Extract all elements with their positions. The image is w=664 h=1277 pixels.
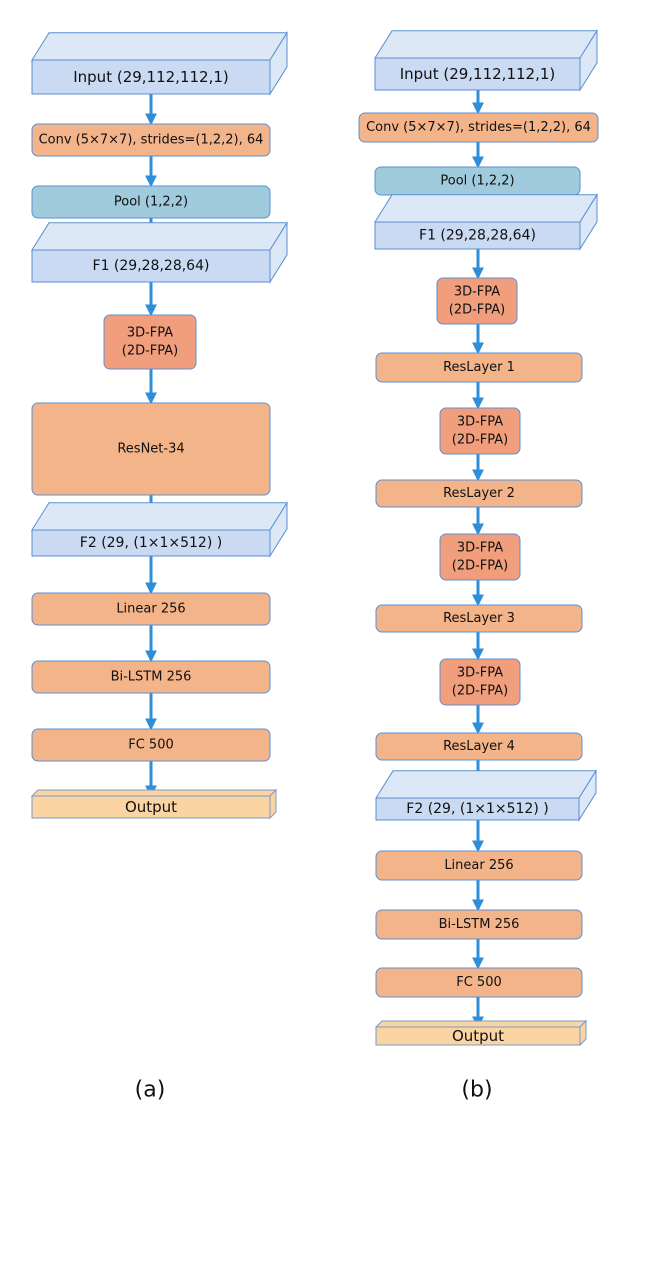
block-box — [375, 909, 583, 940]
cuboid-top-face — [374, 30, 598, 59]
block-label: F1 (29,28,28,64) — [419, 228, 536, 244]
panel_a-fpa-block: 3D-FPA (2D-FPA) — [103, 314, 197, 370]
panel_b-fc-block: FC 500 — [375, 967, 583, 998]
block-label: Linear 256 — [444, 858, 513, 873]
block-label: Bi-LSTM 256 — [111, 670, 192, 685]
block-box — [375, 604, 583, 633]
block-label: ResLayer 3 — [443, 611, 515, 626]
cuboid-front-face — [31, 249, 271, 283]
block-label: (2D-FPA) — [452, 558, 509, 573]
block-box — [439, 407, 521, 455]
block-box — [31, 728, 271, 762]
block-box — [439, 658, 521, 706]
block-box — [31, 402, 271, 496]
block-label: Output — [452, 1027, 504, 1045]
cuboid-front-face — [374, 57, 581, 91]
block-label: F2 (29, (1×1×512) ) — [80, 535, 222, 551]
panel_b-fpa-block-2: 3D-FPA (2D-FPA) — [439, 407, 521, 455]
panel_a-pool-block: Pool (1,2,2) — [31, 185, 271, 219]
cuboid-top-face — [31, 502, 288, 531]
cuboid-front-face — [375, 797, 580, 821]
panel_a-bilstm-block: Bi-LSTM 256 — [31, 660, 271, 694]
cuboid-front-face — [374, 221, 581, 250]
panel_b-reslayer-4-block: ResLayer 4 — [375, 732, 583, 761]
block-box — [436, 277, 518, 325]
block-label: 3D-FPA — [457, 415, 503, 430]
block-label: Output — [125, 798, 177, 816]
block-box — [375, 352, 583, 383]
cuboid-top-face — [31, 32, 288, 61]
panel_b-linear-block: Linear 256 — [375, 850, 583, 881]
panel_a-f2-block: F2 (29, (1×1×512) ) — [31, 501, 288, 558]
block-box — [375, 479, 583, 508]
panel_a-input-block: Input (29,112,112,1) — [31, 31, 288, 96]
panel_b-reslayer-1-block: ResLayer 1 — [375, 352, 583, 383]
block-label: FC 500 — [128, 738, 174, 753]
block-label: ResLayer 2 — [443, 486, 515, 501]
block-label: Bi-LSTM 256 — [439, 917, 520, 932]
block-box — [31, 592, 271, 626]
block-label: FC 500 — [456, 975, 502, 990]
cuboid-front-face — [375, 1026, 581, 1046]
block-box — [375, 967, 583, 998]
cuboid-top-face — [30, 789, 278, 797]
cuboid-front-face — [31, 59, 271, 95]
block-box — [31, 185, 271, 219]
panel_a-fc-block: FC 500 — [31, 728, 271, 762]
block-label: ResLayer 1 — [443, 360, 515, 375]
block-box — [439, 533, 521, 581]
panel_a-resnet-block: ResNet-34 — [31, 402, 271, 496]
panel_b-f1-block: F1 (29,28,28,64) — [374, 193, 598, 251]
block-label: 3D-FPA — [127, 326, 173, 341]
cuboid-front-face — [31, 795, 271, 819]
block-label: Input (29,112,112,1) — [400, 65, 556, 83]
block-label: Conv (5×7×7), strides=(1,2,2), 64 — [39, 133, 264, 148]
panel_b-reslayer-2-block: ResLayer 2 — [375, 479, 583, 508]
block-label: ResLayer 4 — [443, 739, 515, 754]
panel_a-output-block: Output — [30, 788, 278, 820]
block-label: Conv (5×7×7), strides=(1,2,2), 64 — [366, 120, 591, 135]
block-label: Pool (1,2,2) — [440, 174, 514, 189]
block-label: Input (29,112,112,1) — [73, 68, 229, 86]
block-box — [103, 314, 197, 370]
panel_b-conv-block: Conv (5×7×7), strides=(1,2,2), 64 — [358, 112, 599, 143]
block-box — [31, 660, 271, 694]
block-label: F1 (29,28,28,64) — [93, 258, 210, 274]
panel_b-fpa-block-3: 3D-FPA (2D-FPA) — [439, 533, 521, 581]
panel_a-f1-block: F1 (29,28,28,64) — [31, 221, 288, 284]
block-label: 3D-FPA — [457, 541, 503, 556]
panel-a-caption: (a) — [135, 1078, 166, 1103]
block-box — [375, 732, 583, 761]
panel_a-linear-block: Linear 256 — [31, 592, 271, 626]
block-label: (2D-FPA) — [449, 302, 506, 317]
block-label: 3D-FPA — [457, 666, 503, 681]
cuboid-top-face — [375, 770, 597, 799]
block-label: (2D-FPA) — [452, 432, 509, 447]
panel_b-fpa-block-4: 3D-FPA (2D-FPA) — [439, 658, 521, 706]
block-label: 3D-FPA — [454, 285, 500, 300]
block-box — [375, 850, 583, 881]
cuboid-front-face — [31, 529, 271, 557]
panel_b-pool-block: Pool (1,2,2) — [374, 166, 581, 196]
panel_b-bilstm-block: Bi-LSTM 256 — [375, 909, 583, 940]
panel_b-fpa-block-1: 3D-FPA (2D-FPA) — [436, 277, 518, 325]
block-label: (2D-FPA) — [452, 683, 509, 698]
block-box — [358, 112, 599, 143]
block-label: Pool (1,2,2) — [114, 195, 188, 210]
block-label: Linear 256 — [116, 602, 185, 617]
cuboid-top-face — [374, 194, 598, 223]
cuboid-top-face — [31, 222, 288, 251]
panel-b-caption: (b) — [461, 1078, 492, 1103]
panel_a-conv-block: Conv (5×7×7), strides=(1,2,2), 64 — [31, 123, 271, 157]
block-label: F2 (29, (1×1×512) ) — [406, 801, 548, 817]
panel_b-reslayer-3-block: ResLayer 3 — [375, 604, 583, 633]
block-label: ResNet-34 — [117, 442, 184, 457]
block-box — [31, 123, 271, 157]
block-label: (2D-FPA) — [122, 343, 179, 358]
panel_b-input-block: Input (29,112,112,1) — [374, 29, 598, 92]
panel_b-output-block: Output — [374, 1019, 588, 1047]
panel_b-f2-block: F2 (29, (1×1×512) ) — [375, 769, 597, 822]
